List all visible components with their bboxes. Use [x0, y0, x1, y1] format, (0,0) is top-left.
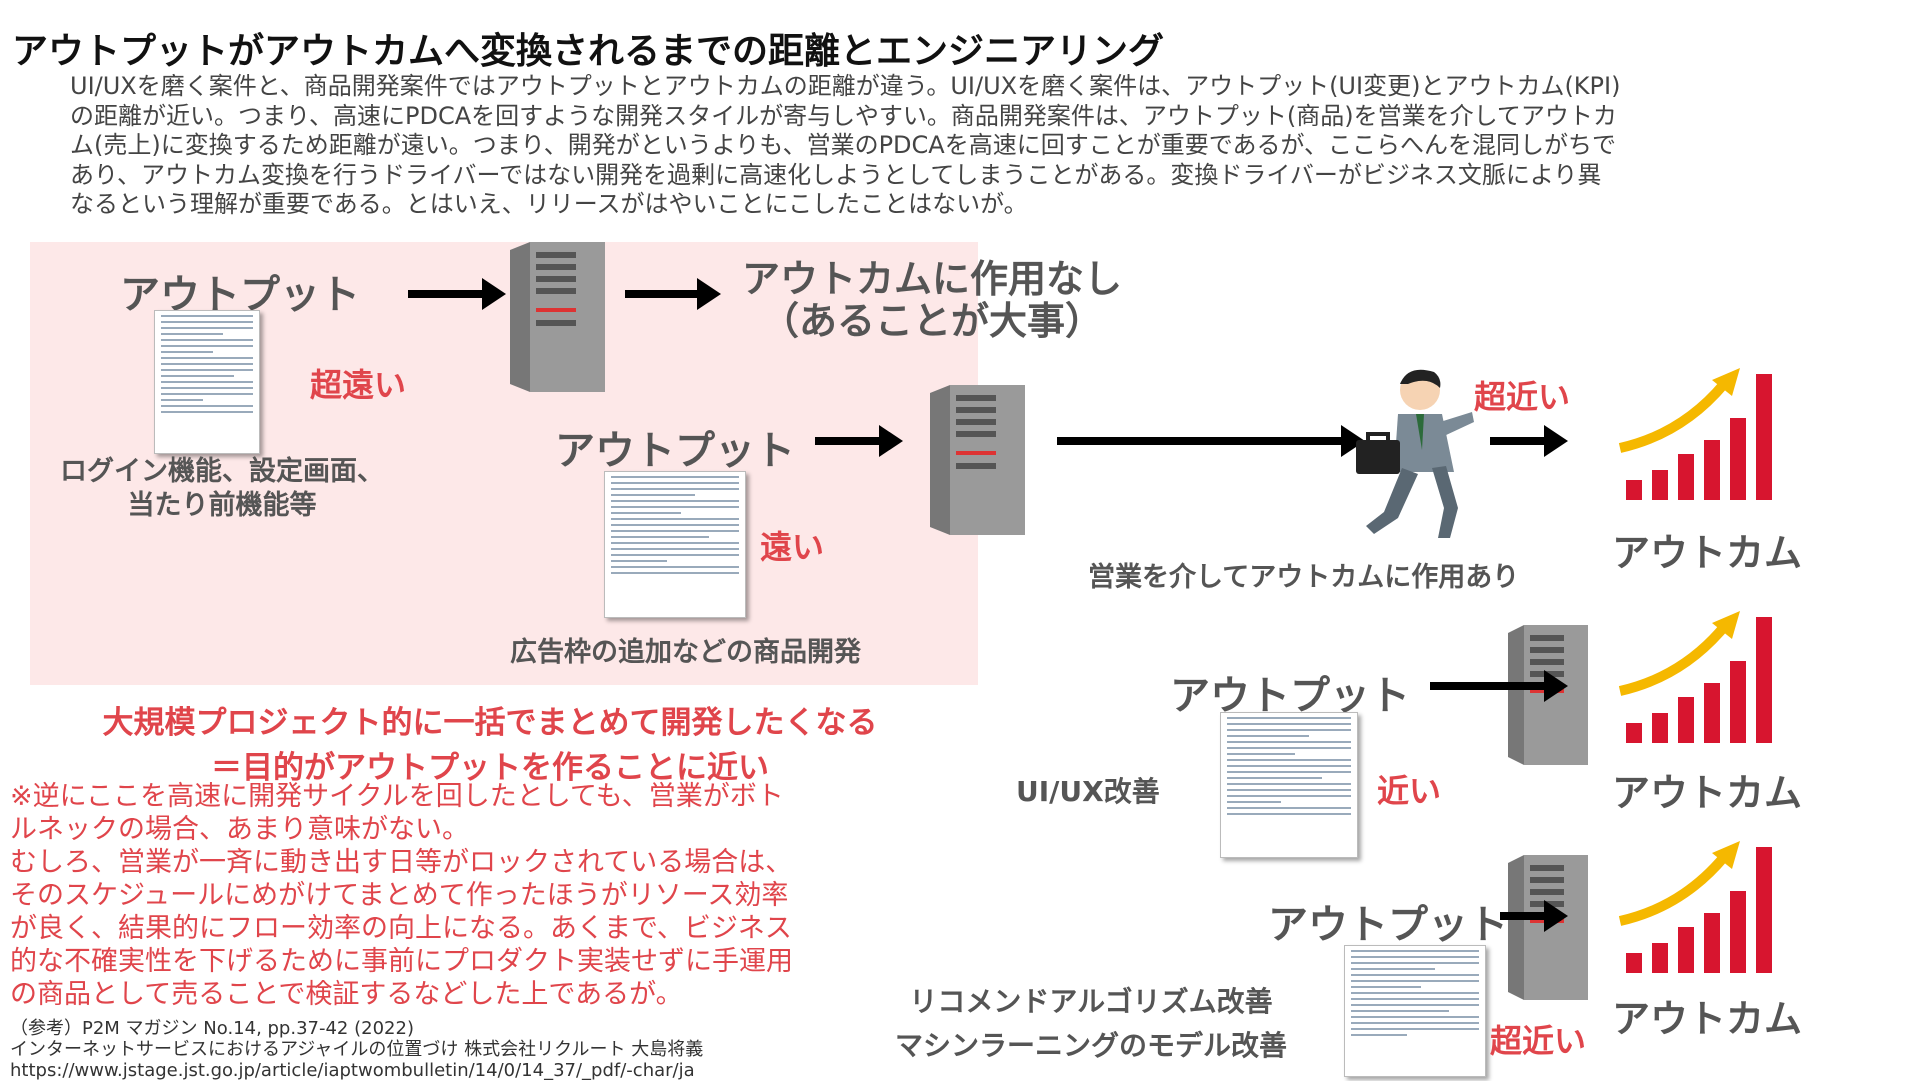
growth-chart-icon [1612, 605, 1782, 749]
row4-caption-line: マシンラーニングのモデル改善 [895, 1029, 1288, 1062]
row1-result-line: アウトカムに作用なし [742, 257, 1123, 301]
row3-output-label: アウトプット [1170, 673, 1410, 719]
row4-output-label: アウトプット [1268, 902, 1508, 948]
row2-output-label: アウトプット [555, 428, 795, 474]
reference: （参考）P2M マガジン No.14, pp.37-42 (2022) インター… [10, 1018, 703, 1081]
intro-paragraph: UI/UXを磨く案件と、商品開発案件ではアウトプットとアウトカムの距離が違う。U… [70, 72, 1890, 220]
row2-distance: 遠い [760, 528, 825, 566]
arrow-icon [1430, 670, 1568, 702]
intro-line: UI/UXを磨く案件と、商品開発案件ではアウトプットとアウトカムの距離が違う。U… [70, 72, 1621, 100]
arrow-icon [625, 278, 721, 310]
row2-caption: 広告枠の追加などの商品開発 [510, 637, 861, 668]
row1-caption-line: 当たり前機能等 [127, 490, 317, 521]
note-line: むしろ、営業が一斉に動き出す日等がロックされている場合は、 [10, 847, 793, 878]
growth-chart-icon [1612, 835, 1782, 979]
document-icon [154, 310, 260, 454]
intro-line: ム(売上)に変換するため距離が遠い。つまり、開発がというよりも、営業のPDCAを… [70, 131, 1616, 159]
row1-caption: ログイン機能、設定画面、 当たり前機能等 [60, 455, 384, 523]
document-icon [604, 471, 746, 618]
arrow-icon [408, 278, 506, 310]
note-line: が良く、結果的にフロー効率の向上になる。あくまで、ビジネス [10, 913, 792, 944]
note-paragraph: ※逆にここを高速に開発サイクルを回したとしても、営業がボト ルネックの場合、あま… [10, 780, 910, 1011]
sales-caption: 営業を介してアウトカムに作用あり [1088, 562, 1520, 593]
server-icon [1508, 625, 1588, 769]
intro-line: あり、アウトカム変換を行うドライバーではない開発を過剰に高速化しようとしてしまう… [70, 160, 1602, 189]
intro-line: の距離が近い。つまり、高速にPDCAを回すような開発スタイルが寄与しやすい。商品… [70, 101, 1617, 130]
reference-line: （参考）P2M マガジン No.14, pp.37-42 (2022) [10, 1018, 414, 1039]
row3-distance: 近い [1377, 772, 1442, 810]
server-icon [510, 242, 605, 396]
sales-distance: 超近い [1474, 378, 1571, 416]
row1-distance: 超遠い [310, 366, 407, 404]
document-icon [1220, 712, 1358, 858]
row4-outcome-label: アウトカム [1612, 997, 1803, 1041]
arrow-icon [815, 425, 903, 457]
row1-result-line: （あることが大事） [761, 299, 1104, 343]
arrow-icon [1057, 425, 1365, 457]
note-line: の商品として売ることで検証するなどした上であるが。 [10, 979, 683, 1010]
note-line: そのスケジュールにめがけてまとめて作ったほうがリソース効率 [10, 880, 789, 911]
row4-distance: 超近い [1490, 1022, 1587, 1060]
row3-caption: UI/UX改善 [1016, 775, 1160, 808]
row1-result: アウトカムに作用なし （あることが大事） [742, 258, 1122, 342]
intro-line: なるという理解が重要である。とはいえ、リリースがはやいことにこしたことはないが。 [70, 190, 1028, 218]
note-line: 的な不確実性を下げるために事前にプロダクト実装せずに手運用 [10, 946, 793, 977]
page-title: アウトプットがアウトカムへ変換されるまでの距離とエンジニアリング [12, 31, 1165, 72]
row2-outcome-label: アウトカム [1612, 531, 1803, 575]
bottom-heading-line: 大規模プロジェクト的に一括でまとめて開発したくなる [102, 705, 878, 741]
row3-outcome-label: アウトカム [1612, 771, 1803, 815]
arrow-icon [1490, 425, 1568, 457]
arrow-icon [1500, 900, 1568, 932]
row1-caption-line: ログイン機能、設定画面、 [60, 456, 384, 487]
growth-chart-icon [1612, 362, 1782, 506]
note-line: ※逆にここを高速に開発サイクルを回したとしても、営業がボト [10, 781, 784, 812]
note-line: ルネックの場合、あまり意味がない。 [10, 814, 469, 845]
reference-url[interactable]: https://www.jstage.jst.go.jp/article/iap… [10, 1060, 695, 1081]
reference-line: インターネットサービスにおけるアジャイルの位置づけ 株式会社リクルート 大島将義 [10, 1039, 704, 1060]
bottom-heading: 大規模プロジェクト的に一括でまとめて開発したくなる ＝目的がアウトプットを作るこ… [20, 697, 960, 787]
row4-caption-line: リコメンドアルゴリズム改善 [909, 985, 1273, 1018]
document-icon [1344, 945, 1486, 1077]
row4-caption: リコメンドアルゴリズム改善 マシンラーニングのモデル改善 [895, 980, 1287, 1068]
salesperson-icon [1348, 362, 1478, 546]
bottom-heading-line: ＝目的がアウトプットを作ることに近い [211, 750, 769, 786]
server-icon [930, 385, 1025, 539]
